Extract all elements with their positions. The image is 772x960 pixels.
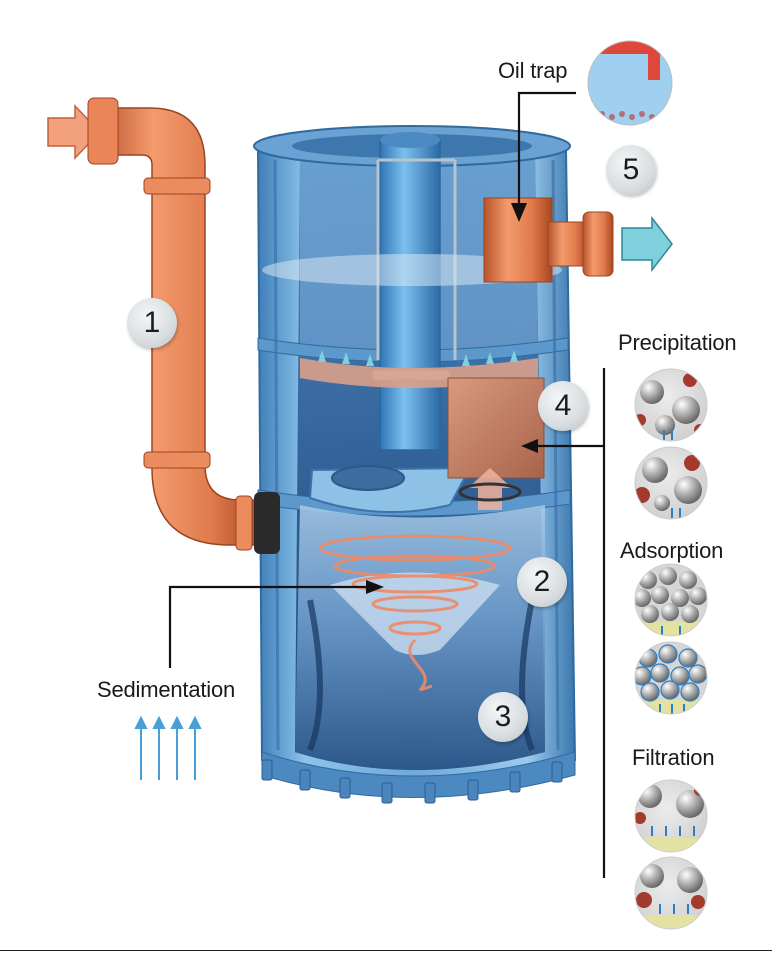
bottom-divider	[0, 950, 772, 951]
filtration-inset-1	[634, 779, 708, 853]
outflow-arrow	[621, 215, 673, 273]
step-badge-2: 2	[517, 557, 567, 607]
label-sedimentation: Sedimentation	[97, 677, 236, 702]
step-badge-3: 3	[478, 692, 528, 742]
label-oil-trap: Oil trap	[498, 58, 568, 83]
adsorption-inset-1	[634, 563, 708, 637]
step-badge-1: 1	[127, 298, 177, 348]
label-precipitation: Precipitation	[618, 330, 737, 355]
step-badge-4: 4	[538, 381, 588, 431]
precipitation-inset-2	[634, 446, 708, 520]
inlet-plate	[308, 465, 472, 514]
filtration-inset-2	[634, 856, 708, 930]
step-badge-5: 5	[606, 145, 656, 195]
filter-media	[300, 350, 545, 510]
sedimentation-icon	[134, 715, 202, 780]
pointer-lines	[168, 91, 606, 878]
adsorption-inset-2	[634, 641, 708, 715]
pointer-arrowheads	[366, 203, 538, 594]
precipitation-inset-1	[634, 368, 708, 442]
inlet-pipe	[47, 97, 280, 554]
label-adsorption: Adsorption	[620, 538, 724, 563]
oil-trap-inset	[587, 40, 673, 126]
label-filtration: Filtration	[632, 745, 715, 770]
